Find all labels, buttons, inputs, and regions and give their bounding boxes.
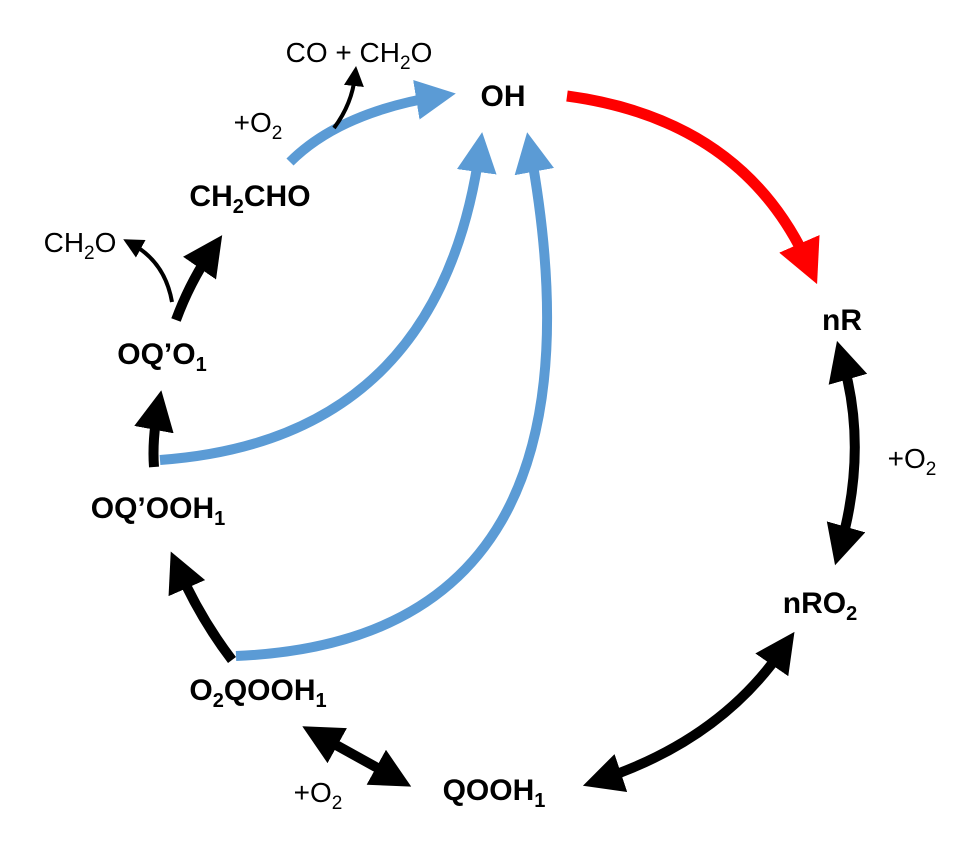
oqooh1-to-oqo1-arrow [134, 390, 174, 468]
nr-nro2-arrow [826, 340, 868, 566]
qooh1-o2qooh1-arrow [302, 726, 412, 787]
label-o2qooh1: O2QOOH1 [189, 674, 326, 712]
label-ch2o: CH2O [44, 227, 117, 264]
o2qooh1-to-oqooh1-arrow [168, 551, 236, 664]
label-o2-right: +O2 [888, 443, 937, 480]
label-o2-bottom: +O2 [294, 777, 343, 814]
label-ch2cho: CH2CHO [189, 180, 310, 218]
oqo1-to-ch2cho-arrow [171, 235, 223, 322]
label-qooh1: QOOH1 [443, 774, 546, 812]
ch2cho-to-oh-arrow [286, 80, 456, 166]
label-nro2: nRO2 [783, 587, 857, 625]
label-nr: nR [822, 304, 862, 337]
oh-to-nr-arrow [566, 90, 820, 285]
label-oqo1: OQ’O1 [117, 338, 206, 376]
oqooh1-to-oh-arrow [159, 132, 497, 465]
label-o2-top: +O2 [234, 107, 283, 144]
label-oh: OH [481, 80, 526, 113]
to-co-ch2o-arrow [332, 66, 364, 130]
nro2-qooh1-arrow [582, 631, 795, 793]
label-oqooh1: OQ’OOH1 [91, 492, 225, 530]
oqo1-to-ch2o-arrow [123, 239, 174, 303]
label-co-ch2o: CO + CH2O [286, 37, 433, 74]
o2qooh1-to-oh-arrow [235, 132, 554, 661]
